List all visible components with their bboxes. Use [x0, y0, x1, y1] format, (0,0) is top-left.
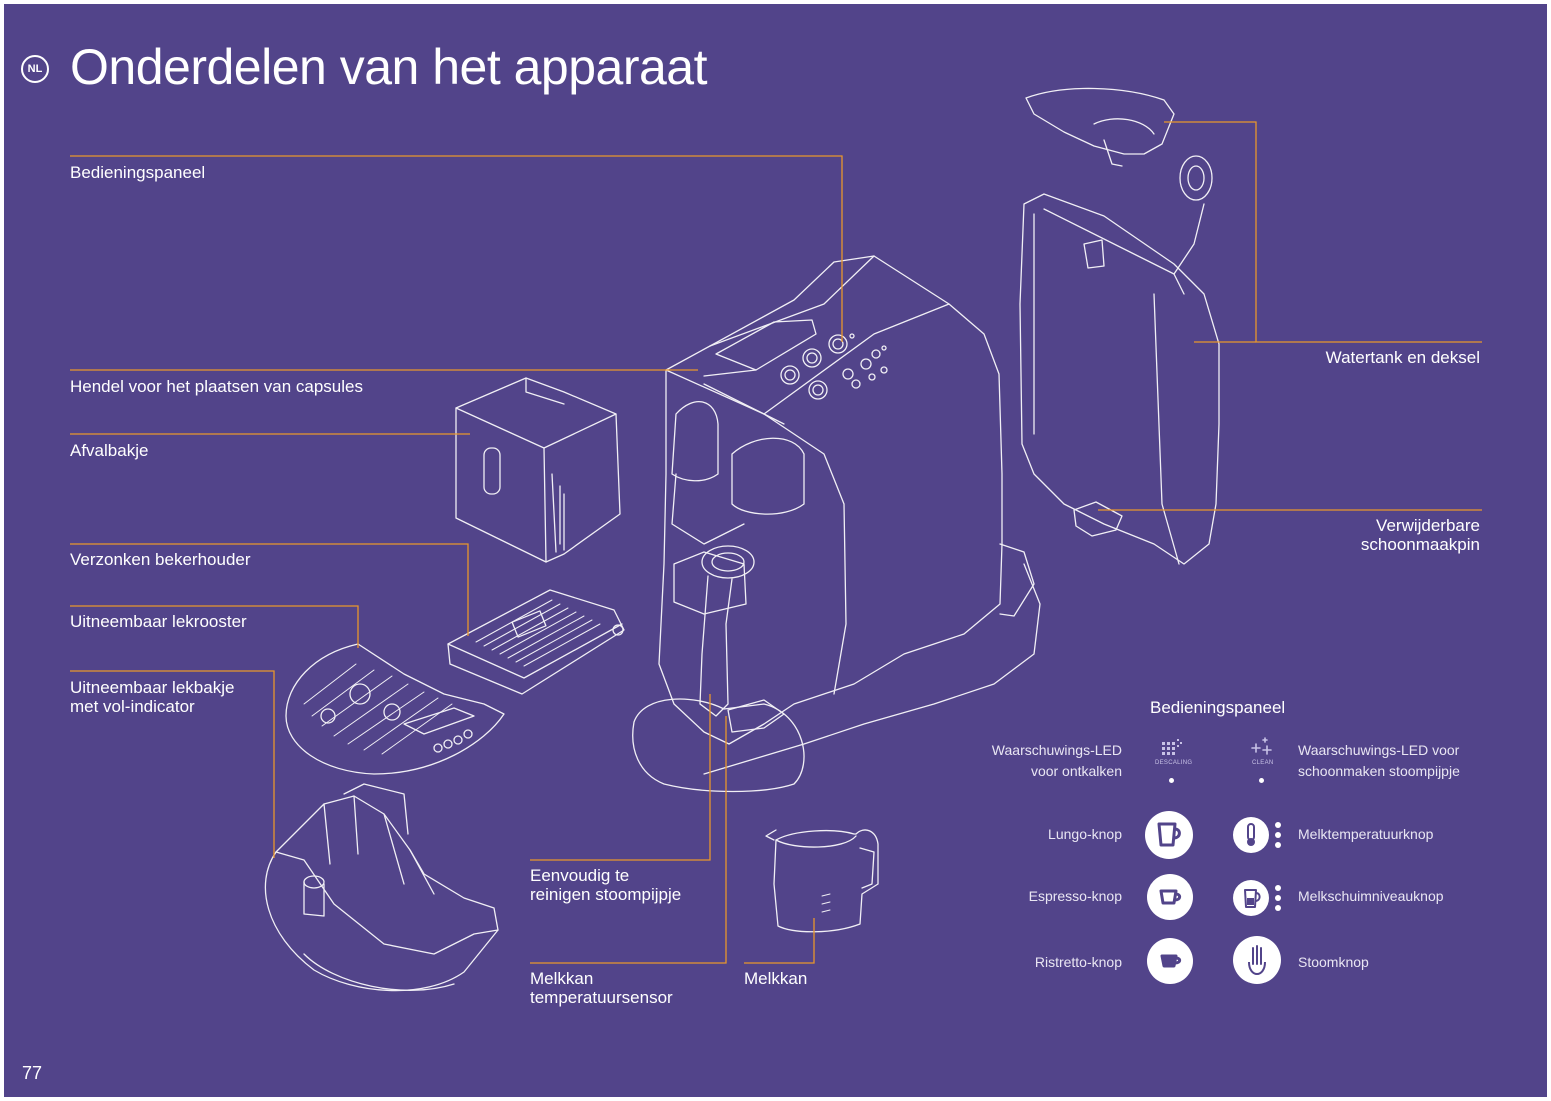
label-descaling-led: Waarschuwings-LED voor ontkalken	[991, 742, 1122, 779]
label-clean-led: Waarschuwings-LED voor schoonmaken stoom…	[1298, 742, 1460, 779]
label-lungo: Lungo-knop	[1048, 826, 1122, 842]
leader-watertank	[1164, 121, 1482, 343]
page-number: 77	[22, 1063, 43, 1083]
thermometer-icon	[1233, 817, 1281, 853]
manual-page: NL Onderdelen van het apparaat Bediening…	[4, 4, 1547, 1097]
milk-jug-icon	[1233, 880, 1281, 916]
label-hendel: Hendel voor het plaatsen van capsules	[70, 377, 363, 396]
label-melkschuim: Melkschuimniveauknop	[1298, 888, 1444, 904]
label-stoompijpje: Eenvoudig te reinigen stoompijpje	[530, 866, 682, 904]
leader-melkkan	[744, 918, 815, 964]
label-afvalbakje: Afvalbakje	[70, 441, 149, 460]
label-watertank: Watertank en deksel	[1325, 348, 1480, 367]
drip-grid	[447, 589, 625, 695]
label-bedieningspaneel: Bedieningspaneel	[70, 163, 206, 182]
page-title: Onderdelen van het apparaat	[70, 39, 708, 95]
label-espresso: Espresso-knop	[1028, 888, 1122, 904]
drip-grille	[285, 643, 505, 775]
label-stoom: Stoomknop	[1298, 954, 1369, 970]
waste-bin	[455, 377, 621, 563]
water-tank-lid	[1025, 87, 1175, 155]
steam-hand-icon	[1233, 936, 1281, 984]
label-ristretto: Ristretto-knop	[1034, 954, 1122, 970]
ristretto-cup-icon	[1147, 938, 1193, 984]
leader-bekerhouder	[70, 543, 469, 636]
machine-buttons	[780, 333, 888, 400]
label-bekerhouder: Verzonken bekerhouder	[70, 550, 251, 569]
label-melkkan: Melkkan	[744, 969, 808, 988]
control-panel-title: Bedieningspaneel	[1150, 698, 1286, 717]
leader-lekrooster	[70, 605, 359, 648]
milk-jug	[773, 829, 879, 933]
leader-sensor	[530, 716, 727, 964]
descaling-led-icon: DESCALING	[1152, 736, 1192, 784]
leader-bedieningspaneel	[70, 155, 843, 342]
label-lekbakje: Uitneembaar lekbakje met vol-indicator	[70, 678, 235, 716]
machine-body	[658, 255, 1003, 745]
label-sensor: Melkkan temperatuursensor	[530, 969, 673, 1007]
language-badge: NL	[21, 55, 49, 83]
clean-sparkle-icon: CLEAN	[1242, 736, 1282, 784]
label-lekrooster: Uitneembaar lekrooster	[70, 612, 247, 631]
lungo-cup-icon	[1145, 811, 1193, 859]
leader-lekbakje	[70, 670, 275, 858]
drip-tray	[264, 795, 499, 992]
water-tank	[1019, 193, 1220, 565]
leader-stoompijpje	[530, 694, 711, 861]
espresso-cup-icon	[1147, 874, 1193, 920]
appliance-line-drawing	[70, 87, 1482, 992]
label-schoonmaakpin: Verwijderbare schoonmaakpin	[1360, 516, 1480, 554]
label-melktemperatuur: Melktemperatuurknop	[1298, 826, 1434, 842]
